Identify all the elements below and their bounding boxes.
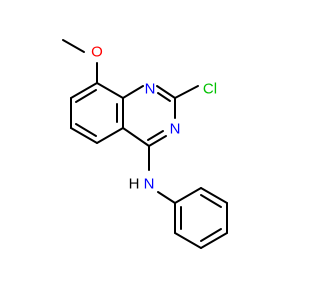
atom-labels: O N N Cl H N bbox=[91, 44, 217, 193]
bond-ph2-ph3-inner bbox=[200, 194, 222, 208]
bond-n3-c4 bbox=[148, 135, 167, 147]
chlorine-label: Cl bbox=[203, 81, 217, 98]
bond-n1-c2 bbox=[156, 85, 176, 99]
bond-nh-phenyl bbox=[157, 191, 176, 204]
bond-c4a-c5 bbox=[96, 127, 124, 144]
bond-ph5-ph6 bbox=[174, 232, 202, 249]
nitrogen-3-label: N bbox=[170, 121, 181, 138]
bond-c5-c6 bbox=[70, 127, 98, 144]
bond-n1-c2-inner bbox=[157, 92, 171, 102]
chemical-structure: O N N Cl H N bbox=[62, 39, 228, 249]
bond-c2-chlorine bbox=[174, 85, 199, 99]
bond-c5-c6-inner bbox=[75, 123, 97, 137]
bond-n3-c4-inner bbox=[147, 130, 164, 141]
bond-c7-c8-inner bbox=[75, 89, 97, 103]
bond-c8a-n1 bbox=[122, 85, 144, 99]
bond-ph4-ph5 bbox=[200, 232, 228, 249]
bond-c8-c8a bbox=[96, 82, 124, 99]
bond-methyl-oxygen bbox=[62, 39, 85, 53]
bonds bbox=[62, 39, 228, 249]
amine-nitrogen-label: N bbox=[144, 176, 155, 193]
bond-c4-c4a bbox=[122, 127, 150, 147]
bond-ph4-ph5-inner bbox=[200, 228, 222, 242]
bond-ph1-ph2 bbox=[174, 187, 202, 204]
amine-hydrogen-label: H bbox=[129, 176, 140, 193]
bond-ph2-ph3 bbox=[200, 187, 228, 204]
bond-c7-c8 bbox=[70, 82, 98, 99]
oxygen-label: O bbox=[91, 44, 103, 61]
nitrogen-1-label: N bbox=[145, 81, 156, 98]
